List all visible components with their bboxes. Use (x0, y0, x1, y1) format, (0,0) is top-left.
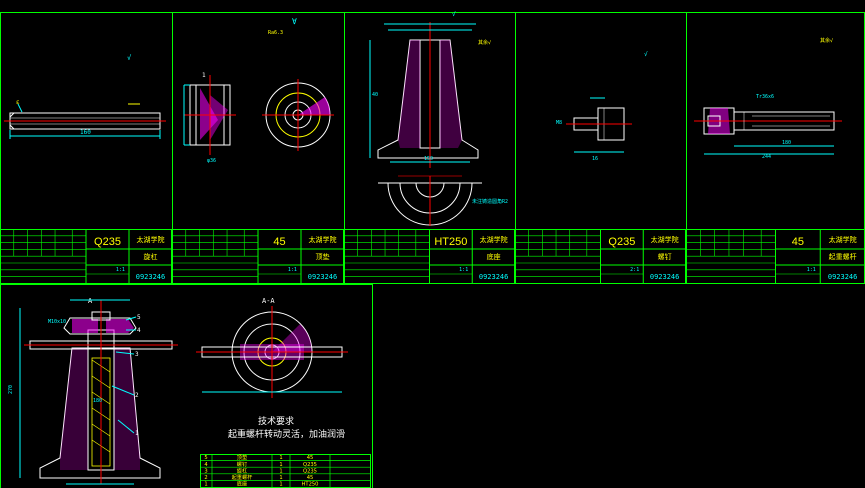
material-1: Q235 (94, 236, 121, 248)
bom-cell: 1 (279, 462, 282, 468)
student-id-1: 0923246 (136, 273, 166, 281)
rod-length-dim: 160 (80, 129, 91, 136)
bom-cell: 45 (307, 475, 314, 481)
bom-cell: 1 (279, 475, 282, 481)
student-id-3: 0923246 (479, 273, 509, 281)
liftscrew-total-dim: 244 (762, 154, 771, 160)
balloon-3: 3 (135, 351, 139, 358)
svg-text:1: 1 (202, 72, 206, 79)
bom-cell: 底座 (237, 480, 247, 488)
part-name-4: 螺钉 (658, 252, 672, 261)
scale-3: 1:1 (459, 267, 468, 273)
bom-cell: 起重螺杆 (232, 473, 253, 481)
part-name-3: 底座 (487, 252, 501, 261)
balloon-4: 4 (137, 327, 141, 334)
liftscrew-thread-dim: Tr36x6 (756, 94, 774, 100)
svg-text:其余√: 其余√ (820, 37, 833, 44)
bom-cell: 螺钉 (237, 460, 247, 468)
base-note: 未注铸造圆角R2 (472, 198, 508, 205)
scale-5: 1:1 (807, 267, 816, 273)
part-liftscrew-view: Tr36x6 180 244 其余√ (694, 37, 842, 160)
assembly-view-label: A (88, 297, 93, 305)
section-label: A-A (262, 297, 275, 305)
bom-cell: 2 (204, 475, 207, 481)
balloon-5: 5 (137, 314, 141, 321)
bom-cell: 旋杠 (237, 466, 247, 474)
student-id-2: 0923246 (308, 273, 338, 281)
tech-text: 起重螺杆转动灵活，加油润滑 (228, 428, 345, 440)
screw-length-dim: 16 (592, 156, 598, 162)
material-4: Q235 (608, 236, 635, 248)
material-3: HT250 (434, 236, 467, 248)
scale-1: 1:1 (116, 267, 125, 273)
svg-text:√: √ (644, 51, 648, 58)
base-dim-width: 150 (424, 156, 433, 162)
screw-thread-dim: M8 (556, 120, 562, 126)
school-5: 太湖学院 (829, 235, 857, 244)
tech-title: 技术要求 (258, 415, 294, 427)
bom-cell: 1 (279, 468, 282, 474)
svg-text:M10x10: M10x10 (48, 319, 66, 325)
part-rod-view: 160 ε √ (4, 54, 166, 139)
school-1: 太湖学院 (137, 235, 165, 244)
part-toppad-view: 1 φ36 Ra6.3 ∀ (183, 17, 334, 164)
toppad-roughness: Ra6.3 (268, 30, 283, 36)
bom-cell: 1 (279, 482, 282, 488)
scale-4: 2:1 (630, 267, 639, 273)
svg-text:∀: ∀ (292, 17, 297, 26)
school-3: 太湖学院 (480, 235, 508, 244)
part-name-2: 顶垫 (316, 252, 330, 261)
bom-cell: 45 (307, 455, 314, 461)
bom-cell: HT250 (302, 482, 319, 488)
tech-requirements: 技术要求 起重螺杆转动灵活，加油润滑 (228, 415, 345, 440)
liftscrew-len-dim: 180 (782, 140, 791, 146)
part-name-1: 旋杠 (144, 252, 158, 261)
assembly-aa-view: A-A (196, 297, 348, 398)
material-5: 45 (792, 236, 804, 248)
svg-text:270: 270 (8, 385, 14, 394)
svg-text:φ36: φ36 (207, 158, 216, 164)
part-base-view: 40 150 √ 其余√ 未注铸造圆角R2 (369, 11, 508, 226)
part-name-5: 起重螺杆 (829, 252, 857, 261)
svg-text:√: √ (127, 54, 132, 62)
svg-text:其余√: 其余√ (478, 39, 491, 46)
bom-cell: Q235 (303, 468, 317, 474)
svg-text:ε: ε (16, 99, 20, 106)
bom-cell: 顶垫 (237, 453, 248, 461)
scale-2: 1:1 (288, 267, 297, 273)
balloon-1: 1 (135, 430, 139, 437)
bom-cell: 4 (204, 462, 208, 468)
svg-text:√: √ (452, 11, 456, 18)
school-4: 太湖学院 (651, 235, 679, 244)
bom-cell: Q235 (303, 462, 317, 468)
student-id-5: 0923246 (828, 273, 858, 281)
part-screw-view: M8 16 √ (556, 51, 648, 162)
bom-cell: 5 (204, 455, 207, 461)
assembly-section-view: A 270 M10x10 5 4 3 2 1 180 (8, 297, 178, 485)
school-2: 太湖学院 (309, 235, 337, 244)
bom-cell: 1 (204, 482, 207, 488)
balloon-2: 2 (135, 392, 139, 399)
material-2: 45 (273, 236, 285, 248)
student-id-4: 0923246 (650, 273, 680, 281)
bom-cell: 1 (279, 455, 282, 461)
bom-cell: 3 (204, 468, 207, 474)
base-dim-height: 40 (372, 92, 378, 98)
svg-text:180: 180 (93, 398, 102, 404)
